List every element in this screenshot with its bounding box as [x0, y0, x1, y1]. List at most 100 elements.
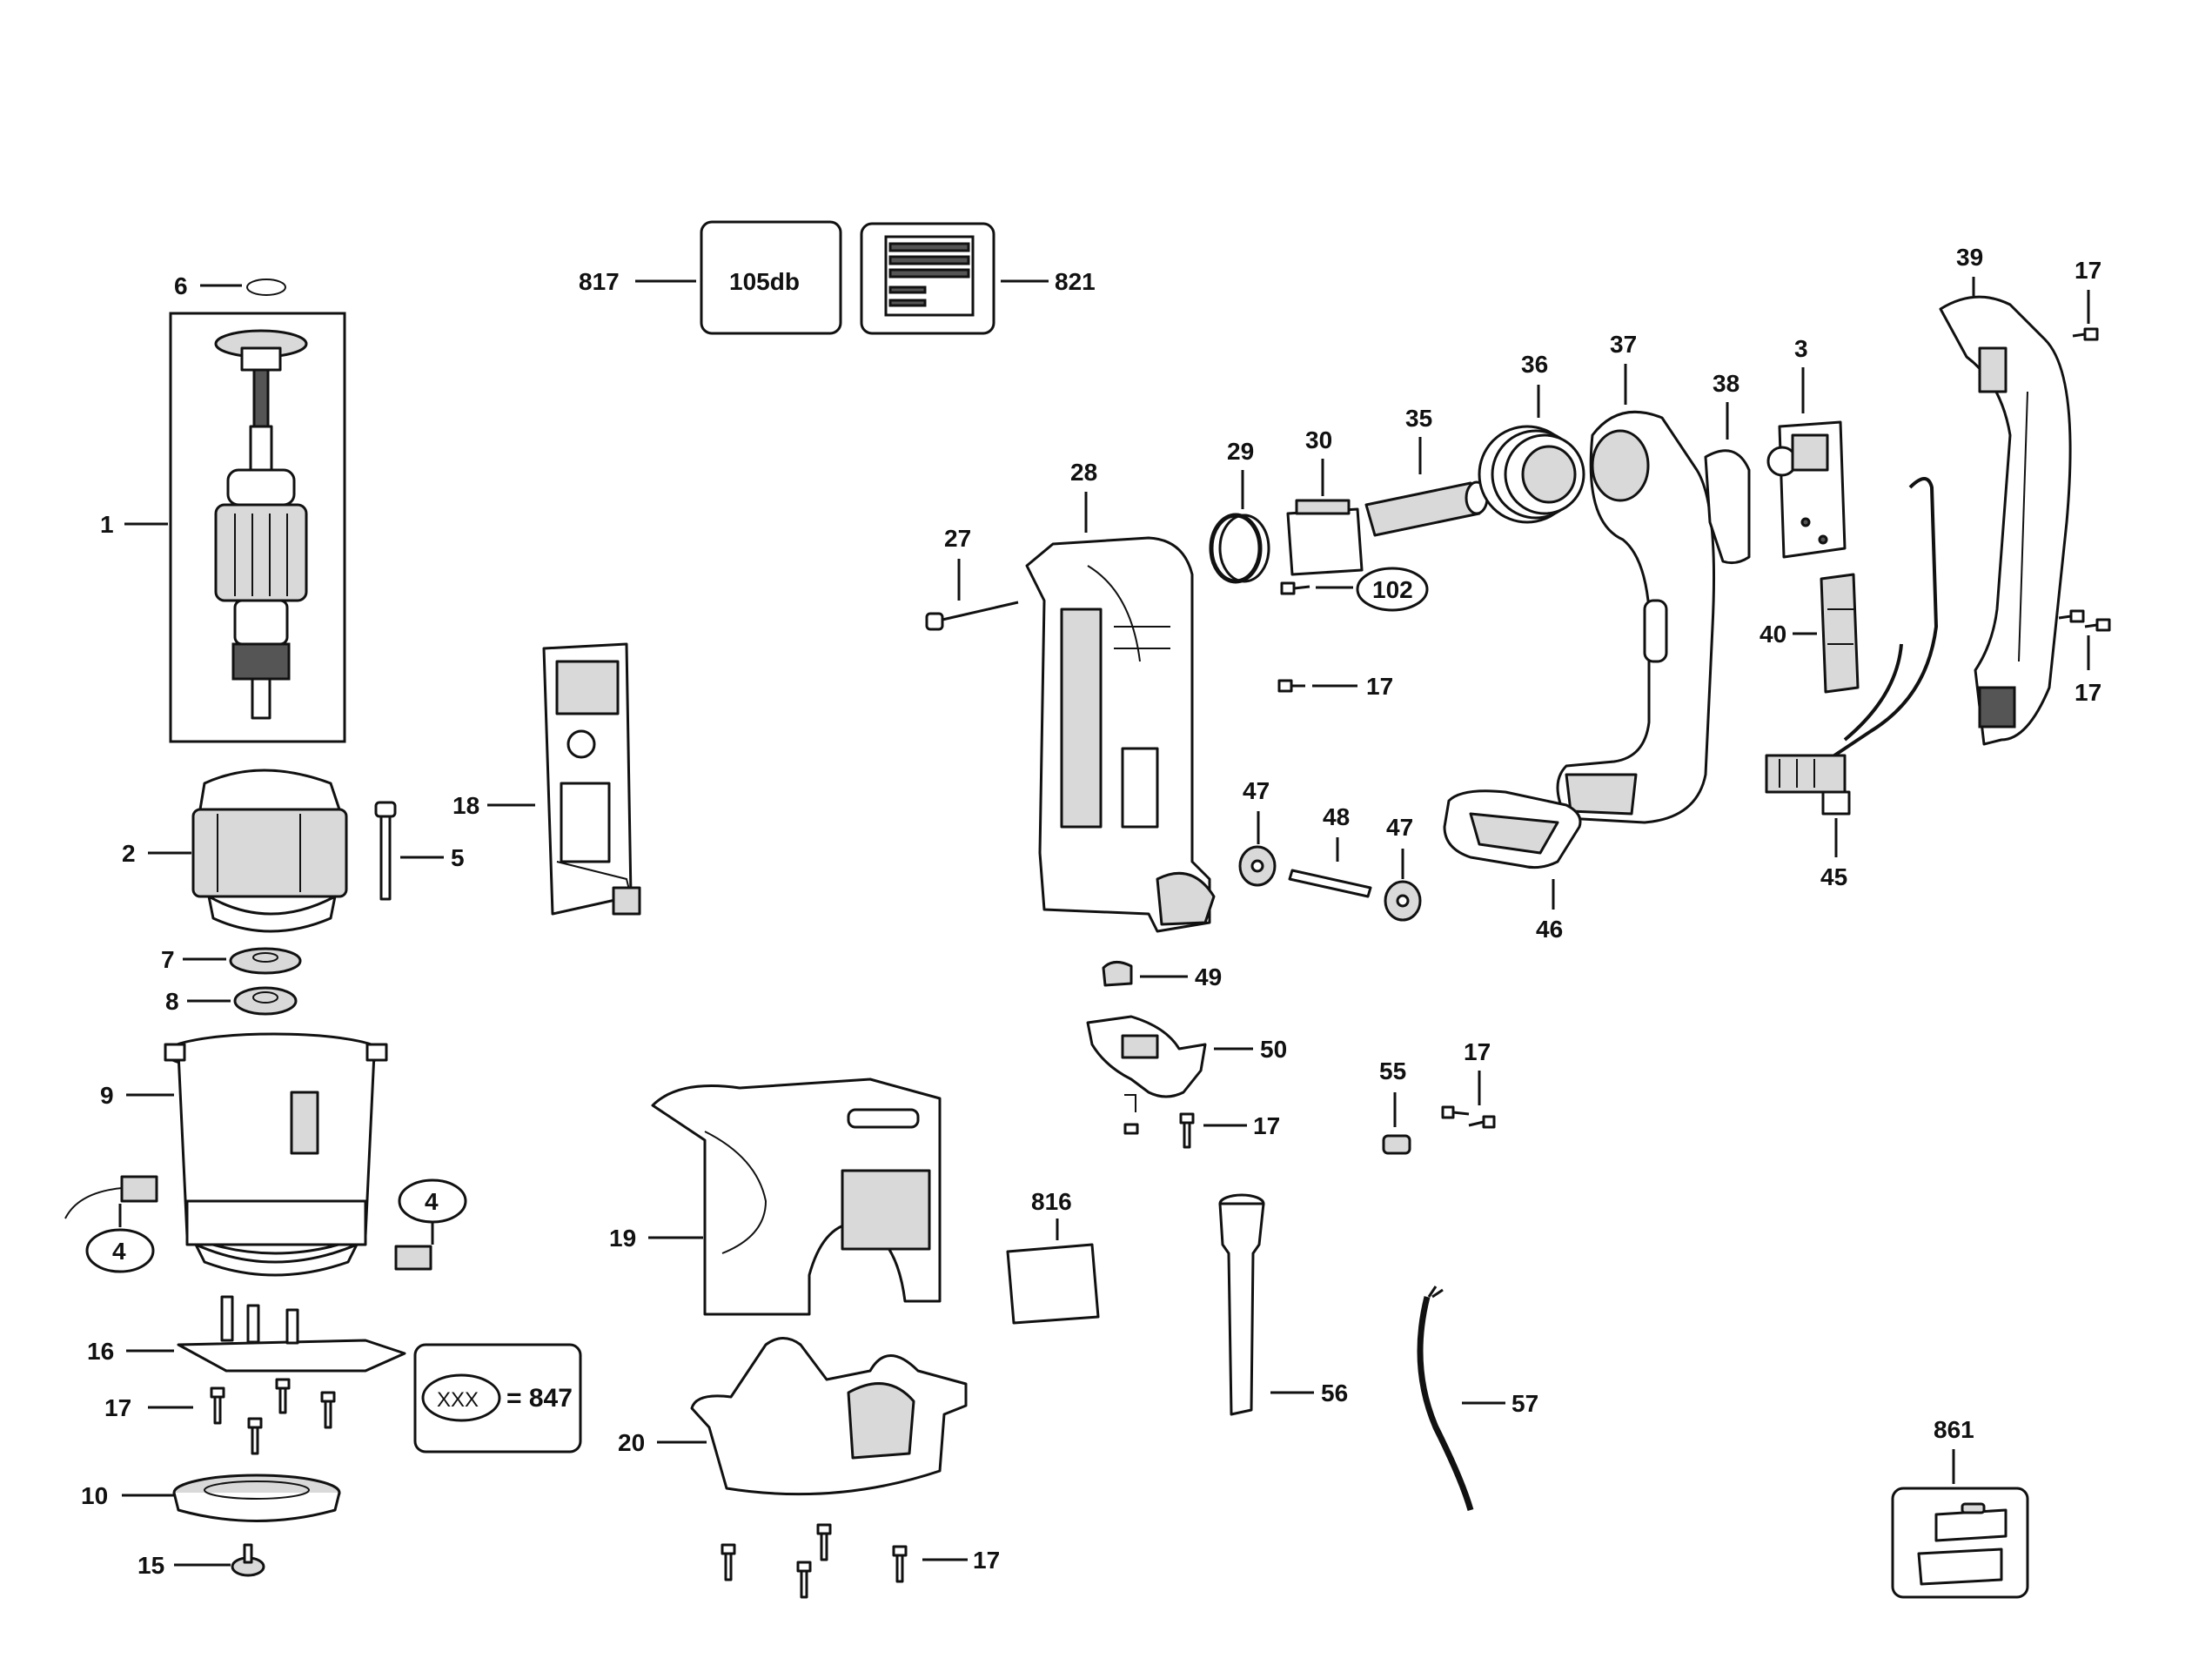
callout-4-left: 4	[112, 1238, 126, 1265]
callout-10: 10	[81, 1482, 108, 1509]
callout-15: 15	[137, 1552, 164, 1579]
part-3-switch: 3	[1766, 335, 1847, 559]
part-28-housing: 28	[1025, 459, 1216, 933]
callout-861: 861	[1934, 1416, 1974, 1443]
part-35-tube: 35	[1364, 405, 1489, 537]
part-55-bolt: 55	[1379, 1057, 1411, 1155]
part-821-label: 821	[860, 222, 1096, 335]
callout-35: 35	[1405, 405, 1432, 432]
part-36-bellows: 36	[1478, 351, 1585, 524]
part-17-screws-center: 17	[721, 1523, 1000, 1599]
callout-48: 48	[1323, 803, 1350, 830]
part-56-nozzle: 56	[1218, 1193, 1348, 1416]
part-46-grip-frame: 46	[1443, 789, 1582, 943]
part-4-brush-left: 4	[64, 1175, 158, 1273]
callout-50: 50	[1260, 1036, 1287, 1063]
part-37-handle: 37	[1556, 331, 1716, 824]
part-17-screws-55: 17	[1441, 1038, 1496, 1129]
callout-17-b: 17	[973, 1547, 1000, 1574]
callout-4-oval-left	[85, 1228, 155, 1273]
part-27-screw: 27	[925, 525, 1019, 631]
callout-4-oval-right	[398, 1178, 467, 1224]
callout-28: 28	[1070, 459, 1097, 486]
callout-39: 39	[1956, 244, 1983, 271]
switch-icon	[1766, 420, 1847, 559]
part-9-motor-housing: 9	[100, 1032, 388, 1277]
callout-56: 56	[1321, 1380, 1348, 1407]
part-816-plate: 816	[1006, 1188, 1100, 1325]
callout-17-c: 17	[1366, 673, 1393, 700]
part-49-clip: 49	[1102, 961, 1222, 990]
callout-102-oval	[1356, 567, 1429, 612]
part-8-bearing: 8	[165, 986, 298, 1016]
legend-847-box: XXX = 847	[413, 1343, 582, 1454]
callout-20: 20	[618, 1429, 645, 1456]
part-1-armature: 1	[100, 312, 346, 743]
part-20-cover: 20	[618, 1337, 968, 1496]
part-18-board: 18	[452, 642, 641, 916]
part-19-shroud: 19	[609, 1078, 942, 1316]
part-48-axle: 48	[1288, 803, 1372, 898]
part-30-sleeve: 30	[1286, 426, 1364, 576]
part-861-kit-box: 861	[1891, 1416, 2029, 1599]
callout-36: 36	[1521, 351, 1548, 378]
callout-38: 38	[1713, 370, 1739, 397]
part-29-spring: 29	[1209, 438, 1270, 584]
part-6-retaining-ring: 6	[174, 272, 286, 299]
callout-30: 30	[1305, 426, 1332, 453]
part-17-screws-right: 17 17	[2058, 257, 2111, 706]
callout-37: 37	[1610, 331, 1637, 358]
part-15-screw: 15	[137, 1543, 265, 1579]
part-102-screw: 102	[1280, 567, 1429, 612]
callout-17-e: 17	[2075, 679, 2101, 706]
part-17-screws-nose: 17	[1123, 1094, 1280, 1149]
legend-xxx: XXX	[437, 1388, 479, 1412]
callout-817: 817	[579, 268, 620, 295]
handle-icon	[1556, 410, 1716, 824]
legend-847: = 847	[506, 1384, 573, 1413]
callout-3: 3	[1794, 335, 1808, 362]
part-4-brush-right: 4	[394, 1178, 467, 1271]
callout-19: 19	[609, 1225, 636, 1252]
part-17-screws-left: 17	[104, 1378, 336, 1455]
part-45-harness: 45	[1765, 477, 1939, 890]
field-stator-icon	[191, 769, 348, 933]
label-105db: 105db	[729, 268, 800, 295]
callout-1: 1	[100, 511, 114, 538]
callout-29: 29	[1227, 438, 1254, 465]
part-7-washer: 7	[161, 946, 302, 975]
callout-45: 45	[1820, 863, 1847, 890]
callout-8: 8	[165, 988, 179, 1015]
callout-18: 18	[452, 792, 479, 819]
callout-17-f: 17	[1253, 1112, 1280, 1139]
part-39-side-handle: 39	[1939, 244, 2072, 746]
callout-17-a: 17	[104, 1394, 131, 1421]
callout-47-a: 47	[1243, 777, 1270, 804]
callout-49: 49	[1195, 963, 1222, 990]
part-47-wheel-right: 47	[1384, 814, 1422, 922]
part-57-cord: 57	[1417, 1286, 1538, 1511]
callout-40: 40	[1760, 621, 1786, 648]
part-817-label: 817 105db	[579, 220, 842, 335]
part-10-ring: 10	[81, 1474, 341, 1522]
callout-9: 9	[100, 1082, 114, 1109]
callout-17-g: 17	[1464, 1038, 1491, 1065]
motor-housing-icon	[164, 1032, 388, 1277]
part-16-end-plate: 16	[87, 1295, 406, 1373]
callout-102: 102	[1372, 576, 1413, 603]
callout-17-d: 17	[2075, 257, 2101, 284]
callout-46: 46	[1536, 916, 1563, 943]
armature-icon	[214, 329, 308, 720]
callout-6: 6	[174, 272, 188, 299]
callout-16: 16	[87, 1338, 114, 1365]
callout-55: 55	[1379, 1057, 1406, 1084]
part-38-trigger: 38	[1704, 370, 1751, 565]
part-50-nose: 50	[1086, 1015, 1287, 1098]
part-47-wheel-left: 47	[1238, 777, 1277, 887]
callout-27: 27	[944, 525, 971, 552]
callout-5: 5	[451, 844, 465, 871]
cord-icon	[1417, 1286, 1474, 1511]
callout-4-right: 4	[425, 1188, 439, 1215]
part-17-screw-mid: 17	[1277, 673, 1393, 700]
